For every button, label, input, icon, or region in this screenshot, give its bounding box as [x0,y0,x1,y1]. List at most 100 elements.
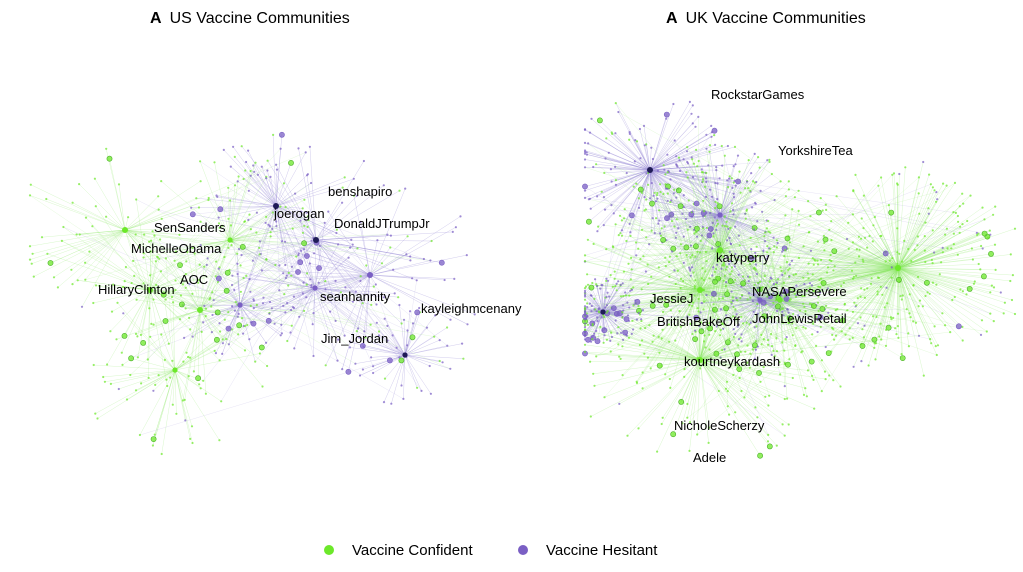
uk-node [583,141,587,144]
uk-node [621,316,624,319]
uk-node [714,200,717,203]
us-edge [161,180,231,241]
us-node [174,279,177,282]
uk-edge [719,196,796,251]
us-node [78,233,81,236]
uk-node [707,441,710,444]
uk-node [813,407,816,410]
uk-node [702,288,705,292]
uk-node [651,157,655,161]
us-node [171,403,174,406]
uk-edge [699,338,764,361]
uk-edge [647,249,721,265]
uk-edge [703,249,721,291]
uk-node [669,201,672,204]
uk-edge [841,267,899,332]
us-node [139,333,142,336]
uk-edge [719,218,746,251]
uk-edge [645,144,651,171]
uk-edge [897,267,991,293]
uk-edge [709,214,721,236]
uk-edge [784,255,899,269]
uk-edge [602,252,724,313]
uk-node [880,176,883,179]
us-node [231,305,234,308]
us-node [269,175,272,178]
uk-edge [749,299,781,325]
uk-edge [691,214,721,217]
uk-node [760,333,763,336]
uk-edge [649,149,697,171]
uk-edge [885,267,899,346]
uk-edge [699,359,826,380]
uk-edge [596,289,701,357]
uk-edge [702,214,721,228]
uk-edge [896,228,899,269]
uk-node [792,313,795,316]
us-edge [199,309,243,319]
uk-node [658,209,661,212]
us-edge [89,251,151,291]
uk-edge [596,267,899,357]
us-edge [267,170,277,207]
uk-node [606,291,609,294]
us-edge [399,304,406,356]
uk-node [586,306,589,309]
uk-node [885,286,888,289]
us-edge [272,205,277,229]
us-edge [124,229,140,248]
us-node [138,246,141,249]
uk-node [691,122,694,125]
uk-edge [630,169,651,280]
us-edge [309,146,317,241]
uk-node [703,300,706,303]
uk-node [692,162,696,165]
us-edge [220,287,316,332]
uk-edge [897,248,948,269]
us-node [45,197,48,201]
uk-node [675,196,678,199]
us-node [193,252,196,255]
uk-edge [786,267,899,295]
uk-edge [687,359,701,405]
us-edge [131,287,316,359]
us-edge [314,287,356,292]
uk-edge [706,267,899,296]
uk-node [896,276,902,283]
us-edge [269,287,316,315]
uk-node [640,228,644,231]
us-edge [239,271,299,306]
uk-node [808,302,812,305]
uk-node [860,217,863,220]
uk-node [692,228,696,231]
us-edge [275,205,305,311]
us-node [40,236,44,239]
uk-edge [584,353,701,361]
uk-edge [699,240,702,291]
us-edge [124,227,220,231]
uk-edge [699,359,710,428]
us-edge [218,205,277,218]
uk-node [762,366,765,369]
us-node [473,313,476,316]
uk-edge [703,249,721,310]
uk-edge [587,143,781,301]
uk-edge [649,169,734,183]
uk-node [720,144,723,148]
us-edge [404,280,417,356]
uk-node [804,310,807,313]
us-edge [184,309,201,400]
us-edge [229,170,251,241]
uk-edge [699,359,785,436]
uk-node [767,433,770,436]
us-node [303,309,306,312]
uk-edge [821,267,899,392]
uk-edge [719,196,735,216]
uk-node [923,249,927,252]
us-edge [79,234,231,241]
uk-edge [779,177,882,301]
uk-node [688,266,691,269]
uk-node [710,135,713,138]
uk-node [670,245,677,252]
